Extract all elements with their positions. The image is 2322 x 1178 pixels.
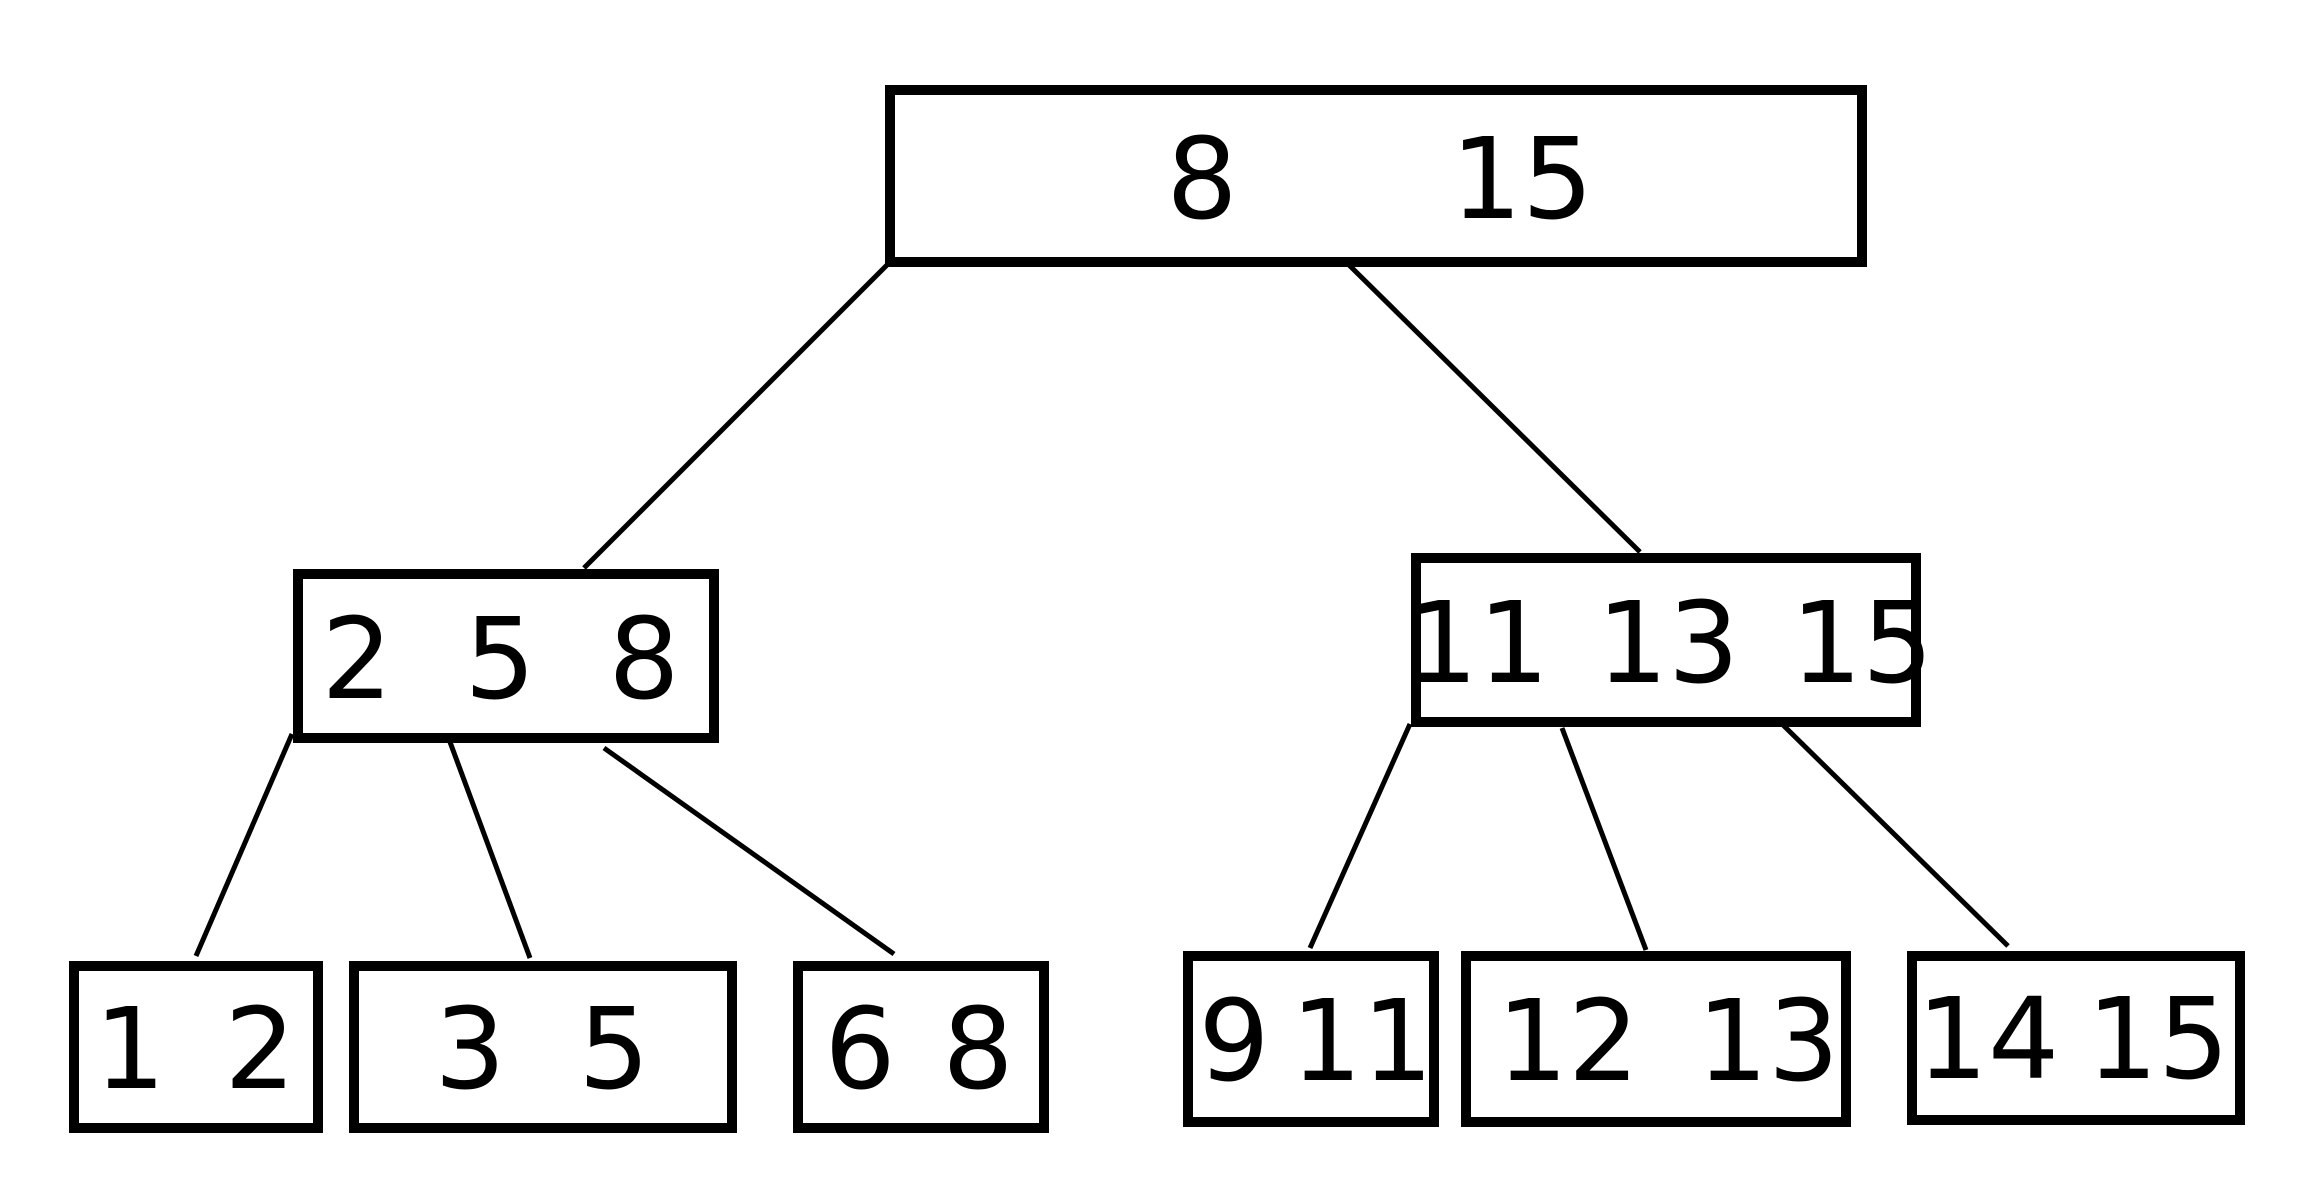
- root-key-2: 15: [1451, 115, 1594, 245]
- leaf-9-11-box: [1183, 951, 1439, 1127]
- internal-node-left-box: [293, 569, 719, 743]
- leaf-6-8-key-1: 6: [824, 985, 895, 1115]
- internal-right-key-3: 15: [1791, 579, 1934, 709]
- leaf-9-11-key-1: 9: [1198, 977, 1269, 1107]
- internal-left-key-2: 5: [464, 595, 535, 725]
- leaf-1-2-key-2: 2: [224, 985, 295, 1115]
- internal-node-right: 11 13 15: [1407, 553, 1934, 727]
- leaf-1-2-key-1: 1: [94, 985, 165, 1115]
- leaf-14-15-key-2: 15: [2087, 975, 2230, 1105]
- edge-root-to-left-internal: [582, 262, 890, 570]
- leaf-3-5-box: [349, 961, 737, 1133]
- leaf-node-12-13: 12 13: [1461, 951, 1851, 1127]
- leaf-node-1-2: 1 2: [69, 961, 323, 1133]
- root-key-1: 8: [1166, 115, 1237, 245]
- leaf-3-5-key-1: 3: [434, 985, 505, 1115]
- leaf-6-8-box: [793, 961, 1049, 1133]
- leaf-14-15-key-1: 14: [1917, 975, 2060, 1105]
- root-node-box: [885, 85, 1867, 267]
- internal-left-key-3: 8: [608, 595, 679, 725]
- leaf-node-14-15: 14 15: [1907, 951, 2245, 1125]
- edge-right-internal-to-leaf-12-13: [1559, 727, 1649, 951]
- leaf-12-13-key-1: 12: [1497, 977, 1640, 1107]
- internal-node-left: 2 5 8: [293, 569, 719, 743]
- leaf-node-9-11: 9 11: [1183, 951, 1439, 1127]
- leaf-12-13-box: [1461, 951, 1851, 1127]
- leaf-12-13-key-2: 13: [1697, 977, 1840, 1107]
- edge-right-internal-to-leaf-14-15: [1780, 722, 2010, 948]
- root-node: 8 15: [885, 85, 1867, 267]
- internal-left-key-1: 2: [321, 595, 392, 725]
- edge-root-to-right-internal: [1346, 262, 1642, 554]
- edge-left-internal-to-leaf-6-8: [602, 745, 896, 957]
- tree-edges: [193, 262, 2010, 959]
- internal-node-right-box: [1411, 553, 1921, 727]
- leaf-6-8-key-2: 8: [942, 985, 1013, 1115]
- leaf-9-11-key-2: 11: [1291, 977, 1434, 1107]
- internal-right-key-2: 13: [1597, 579, 1740, 709]
- edge-right-internal-to-leaf-9-11: [1307, 722, 1413, 950]
- leaf-14-15-box: [1907, 951, 2245, 1125]
- leaf-node-6-8: 6 8: [793, 961, 1049, 1133]
- leaf-node-3-5: 3 5: [349, 961, 737, 1133]
- edge-left-internal-to-leaf-3-5: [447, 741, 533, 959]
- internal-right-key-1: 11: [1407, 579, 1550, 709]
- leaf-3-5-key-2: 5: [578, 985, 649, 1115]
- leaf-1-2-box: [69, 961, 323, 1133]
- edge-left-internal-to-leaf-1-2: [193, 733, 295, 957]
